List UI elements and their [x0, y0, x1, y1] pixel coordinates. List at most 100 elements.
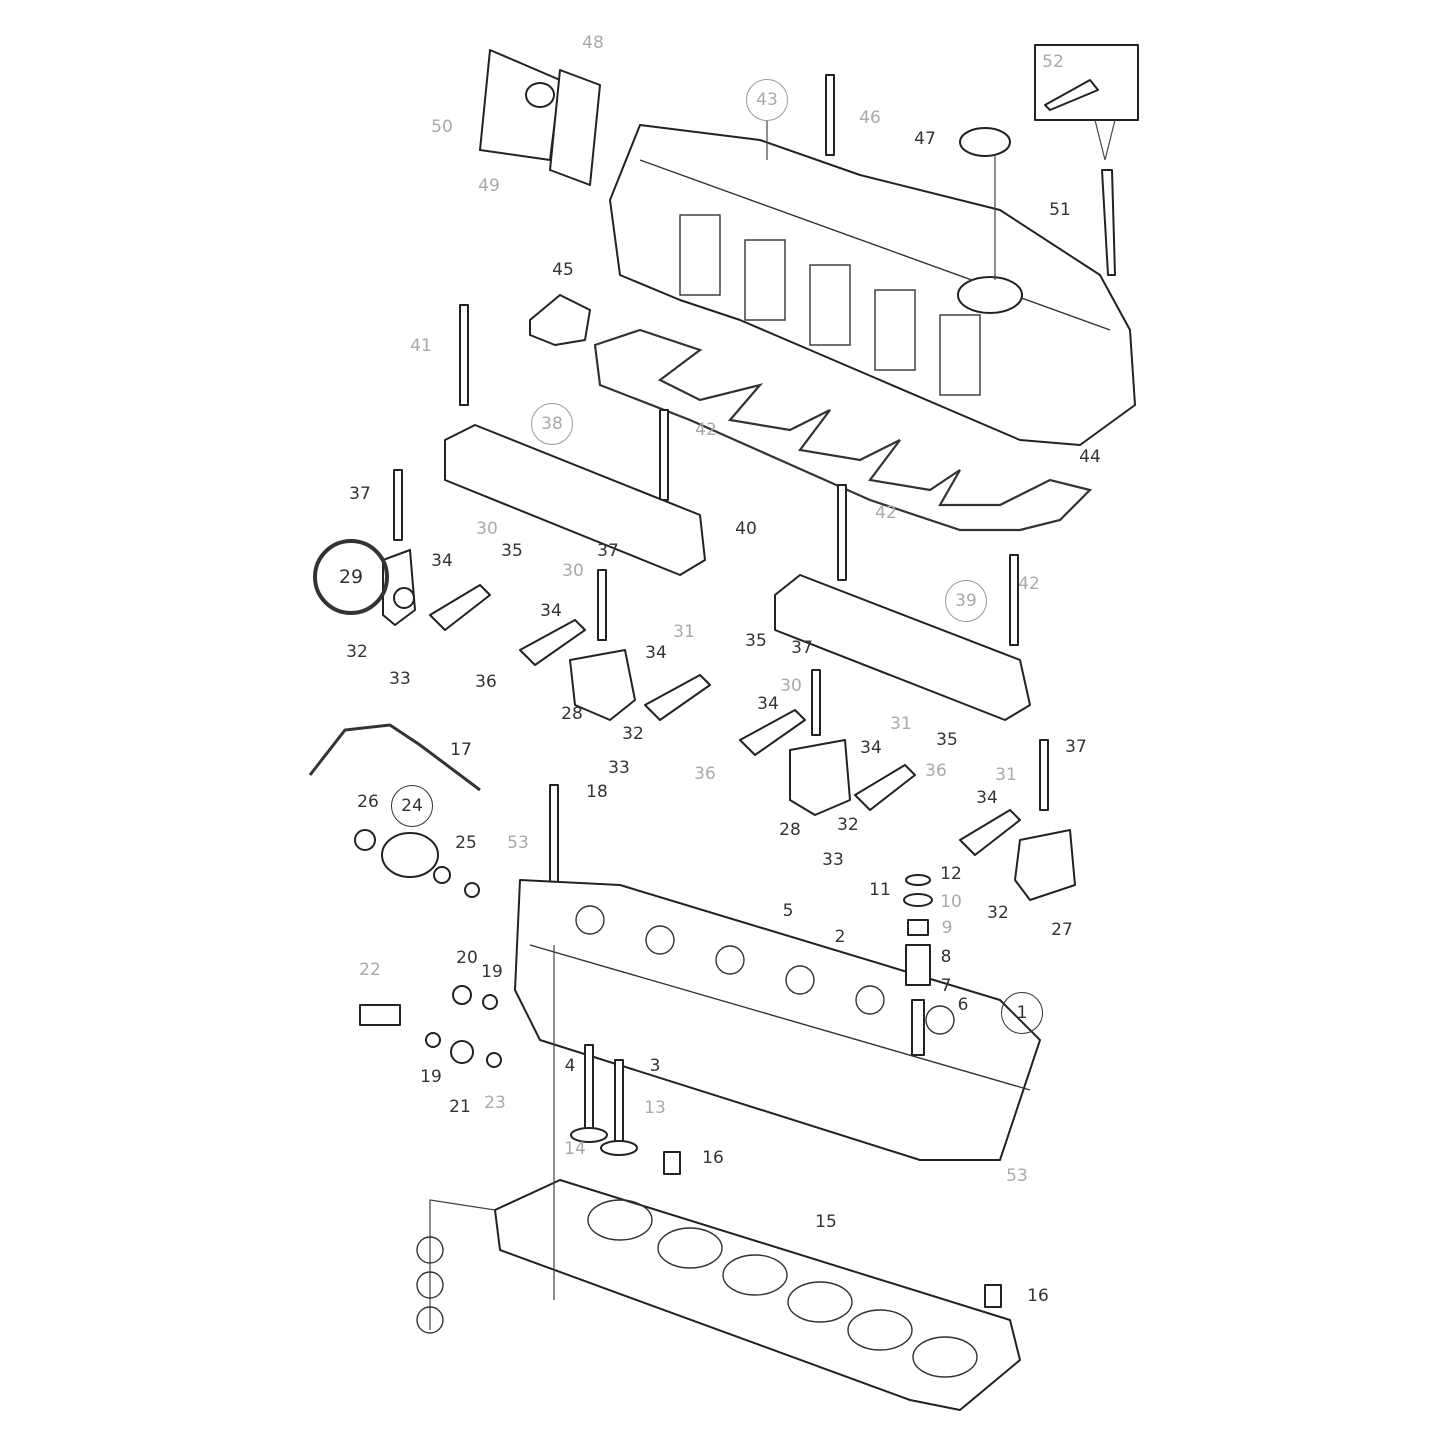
- callout-35: 35: [936, 730, 958, 750]
- rubber-pad: [529, 294, 591, 346]
- callout-35: 35: [501, 541, 523, 561]
- callout-highlighted-29: 29: [313, 539, 389, 615]
- callout-33: 33: [822, 850, 844, 870]
- callout-25: 25: [455, 833, 477, 853]
- callout-32: 32: [987, 903, 1009, 923]
- callout-33: 33: [608, 758, 630, 778]
- callout-32: 32: [346, 642, 368, 662]
- callout-7: 7: [940, 976, 952, 996]
- callout-47: 47: [914, 129, 936, 149]
- callout-34: 34: [431, 551, 453, 571]
- callout-39: 39: [945, 580, 987, 622]
- callout-27: 27: [1051, 920, 1073, 940]
- callout-34: 34: [860, 738, 882, 758]
- callout-10: 10: [940, 892, 962, 912]
- breather-gasket: [549, 69, 601, 186]
- callout-14: 14: [564, 1139, 586, 1159]
- callout-42: 42: [1018, 574, 1040, 594]
- callout-36: 36: [925, 761, 947, 781]
- rocker-bridge-39: [774, 574, 1031, 721]
- callout-30: 30: [562, 561, 584, 581]
- callout-13: 13: [644, 1098, 666, 1118]
- cover-gasket: [593, 328, 1093, 532]
- leader-lines: [553, 120, 996, 1300]
- callout-49: 49: [478, 176, 500, 196]
- callout-38: 38: [531, 403, 573, 445]
- callout-16: 16: [1027, 1286, 1049, 1306]
- callout-36: 36: [694, 764, 716, 784]
- rocker-arms: [429, 584, 1021, 856]
- callout-5: 5: [782, 901, 794, 921]
- callout-31: 31: [995, 765, 1017, 785]
- callout-34: 34: [757, 694, 779, 714]
- callout-31: 31: [673, 622, 695, 642]
- callout-3: 3: [649, 1056, 661, 1076]
- callout-30: 30: [780, 676, 802, 696]
- callout-4: 4: [564, 1056, 576, 1076]
- callout-53: 53: [507, 833, 529, 853]
- rocker-support-27: [1014, 829, 1076, 901]
- callout-53: 53: [1006, 1166, 1028, 1186]
- gasket-thickness-symbols: [416, 1199, 496, 1334]
- callout-37: 37: [349, 484, 371, 504]
- callout-2: 2: [834, 927, 846, 947]
- callout-17: 17: [450, 740, 472, 760]
- callout-44: 44: [1079, 447, 1101, 467]
- injector: [381, 832, 439, 878]
- callout-41: 41: [410, 336, 432, 356]
- callout-43: 43: [746, 79, 788, 121]
- sensor-cable: [308, 723, 481, 792]
- callout-21: 21: [449, 1097, 471, 1117]
- callout-46: 46: [859, 108, 881, 128]
- callout-42: 42: [875, 503, 897, 523]
- callout-28: 28: [779, 820, 801, 840]
- callout-19: 19: [420, 1067, 442, 1087]
- callout-34: 34: [645, 643, 667, 663]
- callout-34: 34: [540, 601, 562, 621]
- rocker-bridge-38: [444, 424, 706, 576]
- callout-23: 23: [484, 1093, 506, 1113]
- rocker-support-28b: [789, 739, 851, 816]
- callout-24: 24: [391, 785, 433, 827]
- callout-45: 45: [552, 260, 574, 280]
- callout-35: 35: [745, 631, 767, 651]
- callout-18: 18: [586, 782, 608, 802]
- callout-12: 12: [940, 864, 962, 884]
- callout-37: 37: [791, 638, 813, 658]
- rocker-support-28a: [569, 649, 636, 721]
- callout-11: 11: [869, 880, 891, 900]
- callout-50: 50: [431, 117, 453, 137]
- rocker-support-29: [382, 549, 416, 626]
- callout-26: 26: [357, 792, 379, 812]
- callout-22: 22: [359, 960, 381, 980]
- callout-51: 51: [1049, 200, 1071, 220]
- callout-19: 19: [481, 962, 503, 982]
- callout-9: 9: [941, 918, 953, 938]
- callout-34: 34: [976, 788, 998, 808]
- callout-20: 20: [456, 948, 478, 968]
- valves: [570, 1044, 638, 1156]
- sealant-strip: [1101, 169, 1116, 276]
- callout-32: 32: [837, 815, 859, 835]
- callout-37: 37: [1065, 737, 1087, 757]
- callout-52: 52: [1042, 52, 1064, 72]
- callout-37: 37: [597, 541, 619, 561]
- callout-1: 1: [1001, 992, 1043, 1034]
- oil-cap: [959, 127, 1011, 157]
- head-gasket: [494, 1179, 1021, 1411]
- valve-spring-stack: [903, 874, 933, 1056]
- callout-28: 28: [561, 704, 583, 724]
- callout-16: 16: [702, 1148, 724, 1168]
- callout-32: 32: [622, 724, 644, 744]
- callout-8: 8: [940, 947, 952, 967]
- cylinder-head: [514, 879, 1041, 1161]
- callout-42: 42: [695, 420, 717, 440]
- callout-31: 31: [890, 714, 912, 734]
- valve-cover: [609, 124, 1136, 446]
- callout-33: 33: [389, 669, 411, 689]
- callout-30: 30: [476, 519, 498, 539]
- callout-15: 15: [815, 1212, 837, 1232]
- callout-36: 36: [475, 672, 497, 692]
